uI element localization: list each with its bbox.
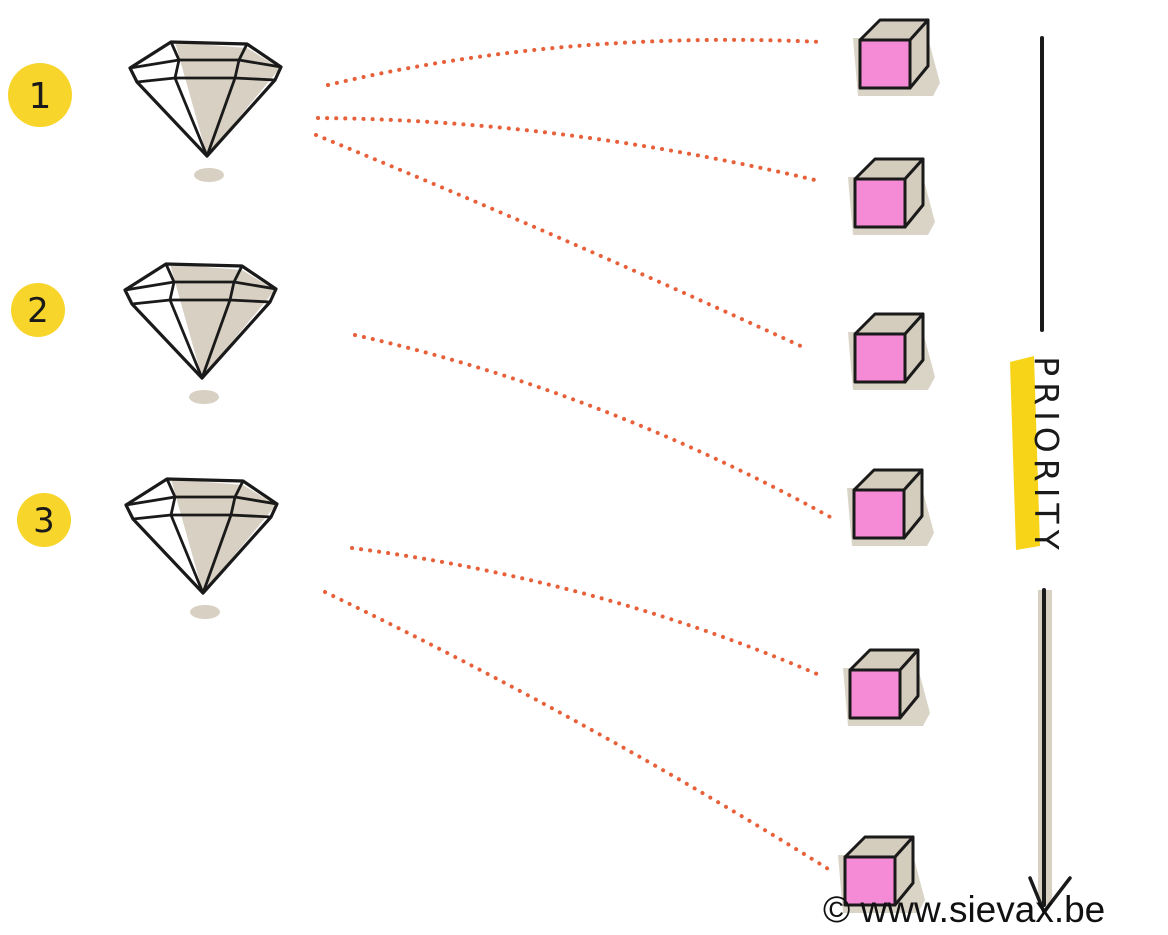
badge-1: 1 [8,63,72,127]
connection-dots-5 [352,548,824,677]
cube-1-icon [853,20,940,96]
badge-number: 1 [29,76,52,117]
copyright-text: © www.sievax.be [823,891,1105,928]
connection-dots-2 [318,118,815,180]
cube-2-icon [848,159,935,235]
priority-label: PRIORITY [1027,356,1066,556]
cube-4-icon [847,470,934,546]
badge-number: 3 [33,501,55,541]
connection-dots-1 [328,40,822,85]
badge-number: 2 [27,291,49,331]
connection-dots-4 [355,335,832,518]
cube-5-icon [843,650,930,726]
gem-2-diamond-icon [125,264,276,404]
priority-axis: PRIORITY [1010,38,1070,912]
badge-3: 3 [17,493,71,547]
gem-1-diamond-icon [130,42,281,182]
gem-3-diamond-icon [126,479,277,619]
connection-dots-layer [316,40,833,872]
connection-dots-3 [316,135,805,348]
badge-2: 2 [11,283,65,337]
cube-3-icon [848,314,935,390]
connection-dots-6 [325,592,833,872]
